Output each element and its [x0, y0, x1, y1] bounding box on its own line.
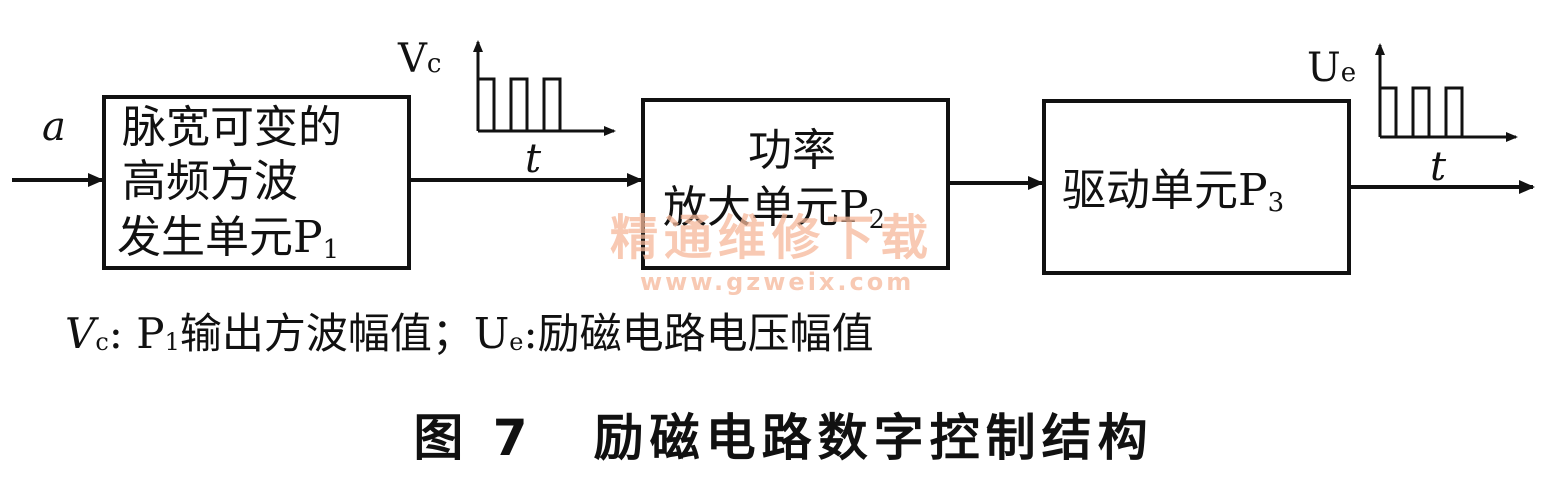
legend-ue-sub: e [509, 328, 524, 356]
legend: Vc: P1输出方波幅值；Ue:励磁电路电压幅值 [65, 300, 874, 361]
legend-vc-sub: c [95, 328, 109, 356]
watermark-url: www.gzweix.com [640, 268, 914, 296]
waveform-ue [1375, 43, 1518, 142]
figure-caption: 图 7 励磁电路数字控制结构 [0, 398, 1567, 470]
block-pulse-generator [102, 95, 411, 270]
block1-line2: 高频方波 [122, 156, 298, 207]
waveform-ue-time-label: t [1430, 144, 1447, 190]
waveform-vc-amplitude-label: Vc [397, 36, 441, 82]
input-label: a [42, 104, 66, 150]
figure-number: 图 7 [413, 409, 534, 467]
block1-line1: 脉宽可变的 [122, 102, 342, 153]
legend-vc-p-sub: 1 [164, 328, 180, 356]
waveform-vc-time-label: t [525, 136, 542, 182]
waveform-vc [473, 40, 616, 136]
watermark-title: 精通维修下载 [610, 210, 934, 266]
legend-vc-symbol: V [65, 309, 96, 358]
legend-vc-p: : P [108, 309, 165, 358]
legend-ue-symbol: U [473, 309, 510, 358]
waveform-ue-amplitude-label: Ue [1307, 45, 1356, 91]
block2-line1: 功率 [748, 125, 836, 176]
block3-label: 驱动单元P3 [1062, 165, 1284, 218]
figure-title: 励磁电路数字控制结构 [593, 409, 1154, 467]
block2-line2: 放大单元P2 [663, 182, 885, 235]
legend-ue-desc: :励磁电路电压幅值 [523, 309, 874, 358]
block1-line3: 发生单元P1 [117, 212, 339, 265]
legend-vc-desc: 输出方波幅值； [179, 309, 474, 358]
